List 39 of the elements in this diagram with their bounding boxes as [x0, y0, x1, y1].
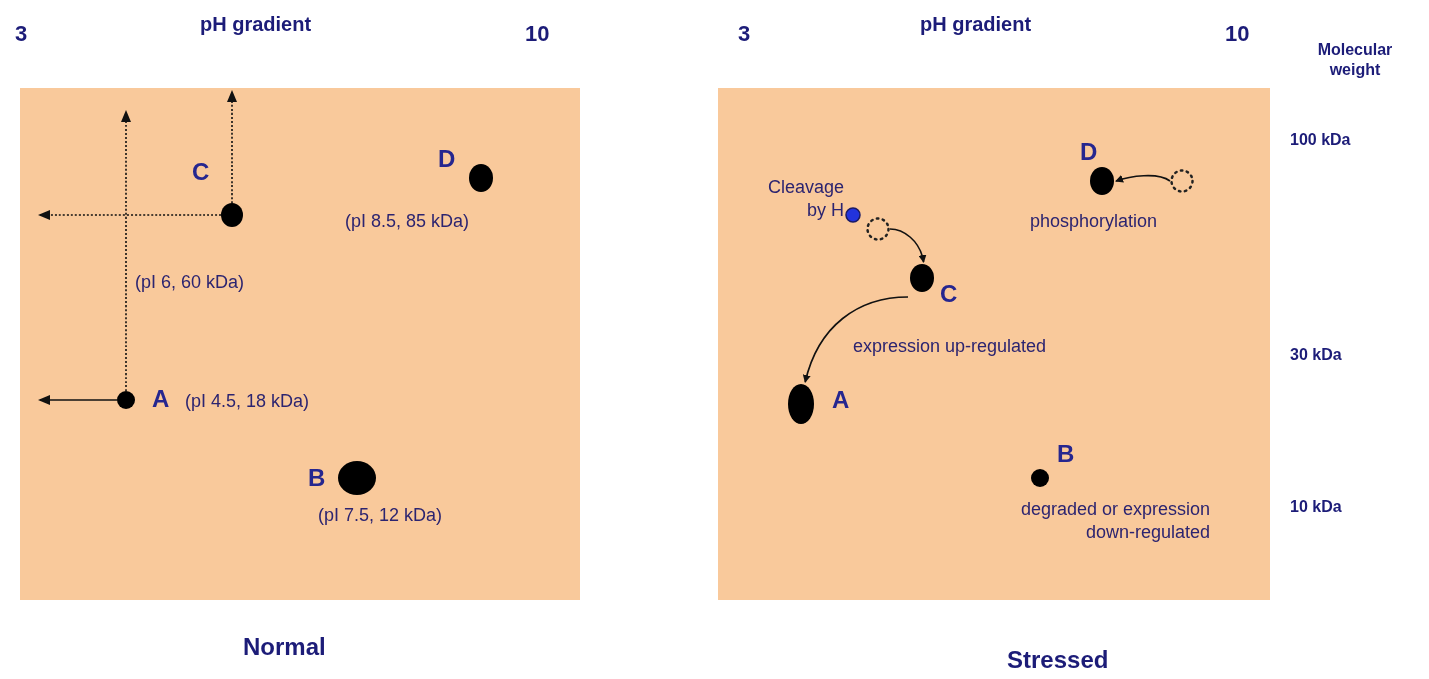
spot-annotation: (pI 6, 60 kDa) [135, 271, 245, 294]
axis-label: pH gradient [200, 12, 312, 37]
axis-label: Normal [243, 632, 326, 662]
projection-arrow [38, 395, 118, 405]
note-text: Cleavage by H [766, 176, 844, 223]
curved-arrow [889, 228, 926, 263]
spot-letter: B [308, 466, 326, 490]
spot-annotation: (pI 8.5, 85 kDa) [345, 210, 470, 233]
curved-arrow [803, 296, 909, 383]
spot-annotation: expression up-regulated [853, 335, 1047, 358]
axis-label: pH gradient [920, 12, 1032, 37]
projection-arrow [38, 210, 222, 220]
spot-annotation: (pI 7.5, 12 kDa) [318, 504, 443, 527]
spot-letter: B [1057, 442, 1075, 466]
dotted-circle [1170, 169, 1194, 193]
spot-letter: C [192, 160, 210, 184]
axis-label: 30 kDa [1290, 345, 1342, 365]
spot-letter: D [438, 147, 456, 171]
axis-label: 3 [15, 20, 28, 48]
spot-annotation: degraded or expression down-regulated [1019, 498, 1210, 545]
gel-panel [718, 88, 1270, 600]
spot-letter: A [832, 388, 850, 412]
spot-letter: C [940, 282, 958, 306]
axis-label: Stressed [1007, 645, 1109, 675]
axis-label: 10 kDa [1290, 497, 1342, 517]
axis-label: 3 [738, 20, 751, 48]
axis-label: 100 kDa [1290, 130, 1351, 150]
axis-label: 10 [525, 20, 550, 48]
curved-arrow [1115, 174, 1171, 183]
dotted-circle [866, 217, 890, 241]
axis-label: Molecular weight [1316, 40, 1394, 80]
gel-panel [20, 88, 580, 600]
axis-label: 10 [1225, 20, 1250, 48]
projection-arrow [227, 90, 237, 204]
spot-letter: D [1080, 140, 1098, 164]
spot-annotation: (pI 4.5, 18 kDa) [185, 390, 310, 413]
spot-letter: A [152, 387, 170, 411]
projection-arrow [121, 110, 131, 392]
spot-annotation: phosphorylation [1030, 210, 1158, 233]
